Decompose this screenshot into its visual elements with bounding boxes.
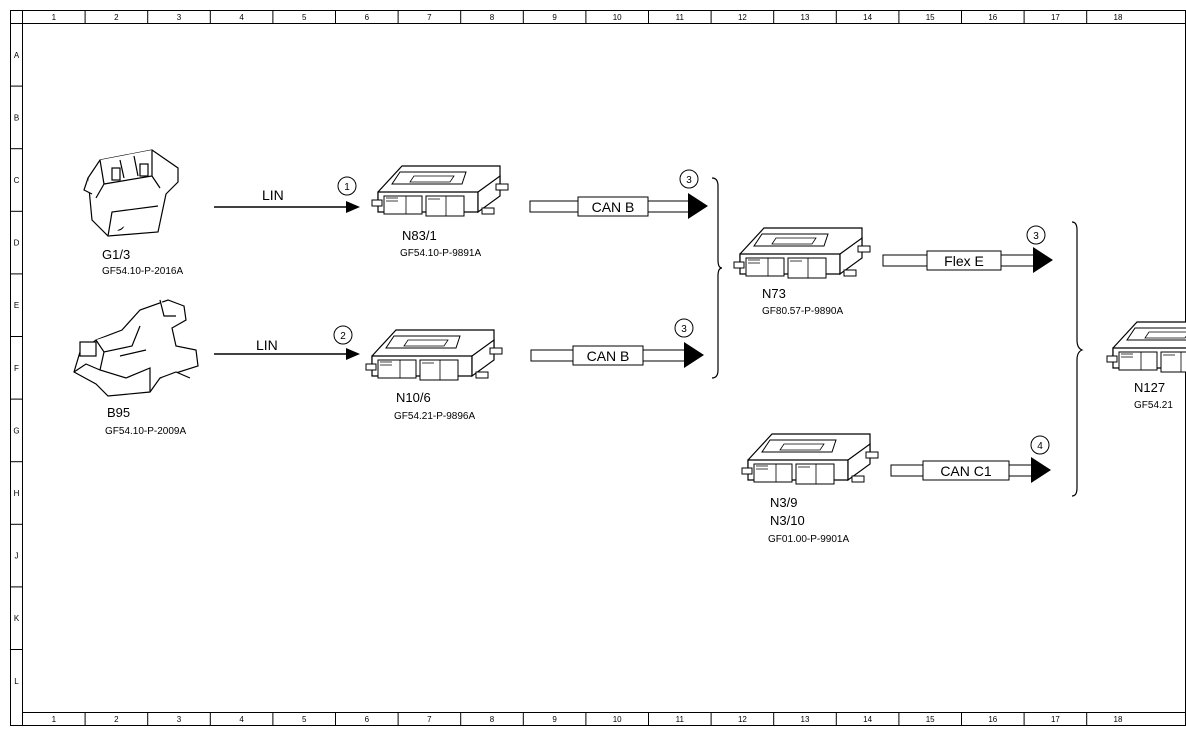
b95-code: GF54.10-P-2009A — [105, 426, 186, 437]
marker-3b: 3 — [681, 324, 687, 335]
marker-4: 4 — [1037, 441, 1043, 452]
grid-column-label: 3 — [177, 13, 182, 22]
grid-column-label: 16 — [988, 13, 997, 22]
grid-row-label: F — [14, 364, 19, 373]
flex-e-label: Flex E — [944, 253, 984, 269]
grid-column-label: 1 — [52, 13, 57, 22]
grid-column-label: 7 — [427, 715, 432, 724]
grid-column-label: 2 — [114, 715, 119, 724]
grid-column-label: 7 — [427, 13, 432, 22]
bus-brace-2 — [1071, 221, 1084, 497]
grid-column-label: 14 — [863, 13, 872, 22]
grid-row-label: B — [14, 113, 19, 122]
grid-column-label: 10 — [613, 715, 622, 724]
n127-code: GF54.21 — [1134, 400, 1173, 411]
grid-column-label: 15 — [926, 13, 935, 22]
grid-row-label: D — [14, 239, 20, 248]
marker-1: 1 — [344, 182, 350, 193]
grid-column-label: 13 — [801, 13, 810, 22]
n3-9-ecu-image — [741, 433, 879, 485]
grid-row-label: L — [14, 677, 19, 686]
grid-column-label: 11 — [676, 715, 685, 724]
n127-name: N127 — [1134, 380, 1165, 395]
grid-row-label: J — [15, 552, 19, 561]
grid-row-label: H — [14, 489, 20, 498]
can-b-connection-2: CAN B 3 — [530, 318, 704, 368]
flex-e-connection: Flex E 3 — [882, 225, 1053, 273]
bus-brace-1 — [711, 177, 723, 379]
can-b-label-2: CAN B — [587, 348, 630, 364]
can-b-connection-1: CAN B 3 — [529, 169, 708, 219]
g1-3-component-image — [83, 149, 179, 237]
can-c1-connection: CAN C1 4 — [890, 435, 1051, 483]
grid-column-label: 8 — [490, 715, 495, 724]
g1-3-code: GF54.10-P-2016A — [102, 266, 183, 277]
n83-1-ecu-image — [371, 165, 509, 217]
g1-3-name: G1/3 — [102, 247, 130, 262]
marker-3a: 3 — [686, 175, 692, 186]
n3-9-name: N3/9 — [770, 495, 797, 510]
grid-column-label: 4 — [239, 13, 244, 22]
lin-label-1: LIN — [262, 187, 284, 203]
n73-ecu-image — [733, 227, 871, 279]
grid-column-label: 3 — [177, 715, 182, 724]
n3-9-code: GF01.00-P-9901A — [768, 534, 849, 545]
n127-ecu-image — [1106, 321, 1186, 373]
grid-column-label: 11 — [676, 13, 685, 22]
grid-column-label: 8 — [490, 13, 495, 22]
n83-1-name: N83/1 — [402, 228, 437, 243]
grid-column-label: 5 — [302, 13, 307, 22]
grid-row-label: K — [14, 614, 20, 623]
grid-column-label: 18 — [1114, 13, 1123, 22]
marker-2: 2 — [340, 331, 346, 342]
grid-row-label: C — [14, 176, 20, 185]
grid-column-label: 10 — [613, 13, 622, 22]
n73-name: N73 — [762, 286, 786, 301]
grid-column-label: 12 — [738, 13, 747, 22]
grid-column-label: 13 — [801, 715, 810, 724]
can-c1-label: CAN C1 — [940, 463, 992, 479]
grid-row-label: A — [14, 51, 20, 60]
n73-code: GF80.57-P-9890A — [762, 306, 843, 317]
n10-6-code: GF54.21-P-9896A — [394, 411, 475, 422]
b95-component-image — [73, 299, 199, 397]
lin-connection-2: LIN 2 — [214, 325, 360, 360]
grid-column-label: 4 — [239, 715, 244, 724]
lin-label-2: LIN — [256, 337, 278, 353]
grid-column-label: 18 — [1114, 715, 1123, 724]
grid-column-label: 6 — [365, 13, 370, 22]
marker-3c: 3 — [1033, 231, 1039, 242]
n83-1-code: GF54.10-P-9891A — [400, 248, 481, 259]
grid-row-label: E — [14, 301, 19, 310]
grid-column-label: 5 — [302, 715, 307, 724]
grid-column-label: 17 — [1051, 13, 1060, 22]
grid-column-label: 1 — [52, 715, 57, 724]
n10-6-ecu-image — [365, 329, 503, 381]
grid-column-label: 14 — [863, 715, 872, 724]
n10-6-name: N10/6 — [396, 390, 431, 405]
can-b-label-1: CAN B — [592, 199, 635, 215]
grid-column-label: 16 — [988, 715, 997, 724]
grid-column-label: 2 — [114, 13, 119, 22]
grid-row-label: G — [13, 426, 19, 435]
grid-column-label: 15 — [926, 715, 935, 724]
grid-column-label: 17 — [1051, 715, 1060, 724]
n3-10-name: N3/10 — [770, 513, 805, 528]
lin-connection-1: LIN 1 — [214, 176, 360, 213]
grid-column-label: 12 — [738, 715, 747, 724]
grid-column-label: 9 — [552, 13, 557, 22]
grid-column-label: 9 — [552, 715, 557, 724]
grid-column-label: 6 — [365, 715, 370, 724]
grid-row-labels-left: A B C D E F G H J K L — [10, 23, 23, 686]
b95-name: B95 — [107, 405, 130, 420]
